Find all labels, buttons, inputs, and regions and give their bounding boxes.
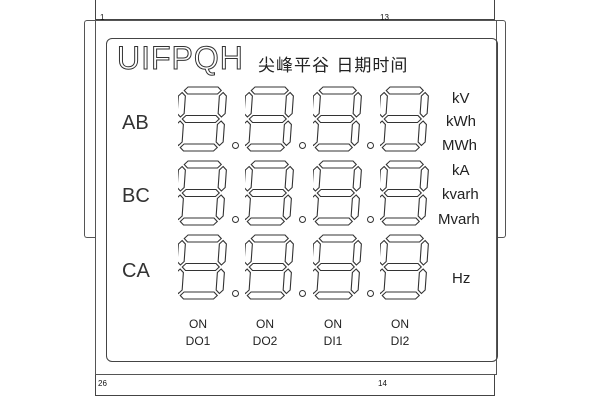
left-mount-tab — [84, 20, 96, 238]
pin-number-13: 13 — [380, 13, 389, 22]
decimal-point-icon — [367, 290, 374, 297]
status-di2-name: DI2 — [390, 334, 410, 348]
status-di1-name: DI1 — [323, 334, 343, 348]
bottom-pin-connector: 26 14 — [95, 374, 495, 396]
top-pin-connector: 1 13 — [95, 0, 495, 22]
status-do2-state: ON — [256, 317, 274, 331]
bottom-body-edge — [95, 374, 496, 375]
decimal-point-icon — [299, 142, 306, 149]
top-body-edge — [95, 20, 496, 21]
brand-logo: UIFPQH — [117, 40, 244, 77]
row-label-ca: CA — [122, 260, 150, 282]
seven-segment-digit-icon — [380, 160, 429, 226]
decimal-point-icon — [367, 142, 374, 149]
pin-number-26: 26 — [98, 379, 107, 388]
unit-mvarh: Mvarh — [438, 211, 480, 228]
seven-segment-digit-icon — [178, 86, 227, 152]
tariff-date-indicators: 尖峰平谷 日期时间 — [258, 56, 409, 76]
status-do2-name: DO2 — [252, 334, 278, 348]
unit-hz: Hz — [452, 270, 471, 287]
seven-segment-digit-icon — [380, 86, 429, 152]
lcd-window — [106, 38, 498, 362]
right-mount-tab — [496, 20, 506, 238]
right-body-edge — [496, 20, 497, 375]
status-di2-state: ON — [391, 317, 409, 331]
status-di1: ON DI1 — [308, 316, 358, 350]
seven-segment-digit-icon — [178, 160, 227, 226]
pin-number-14: 14 — [378, 379, 387, 388]
status-do2: ON DO2 — [240, 316, 290, 350]
unit-kv: kV — [452, 90, 470, 107]
unit-mwh: MWh — [442, 137, 477, 154]
left-body-edge — [95, 20, 96, 375]
unit-ka: kA — [452, 162, 470, 179]
status-do1-name: DO1 — [185, 334, 211, 348]
seven-segment-digit-icon — [245, 86, 294, 152]
decimal-point-icon — [232, 142, 239, 149]
seven-segment-digit-icon — [380, 234, 429, 300]
unit-kvarh: kvarh — [442, 186, 479, 203]
status-di2: ON DI2 — [375, 316, 425, 350]
decimal-point-icon — [232, 290, 239, 297]
seven-segment-digit-icon — [245, 160, 294, 226]
seven-segment-digit-icon — [313, 86, 362, 152]
decimal-point-icon — [367, 216, 374, 223]
row-label-ab: AB — [122, 112, 149, 134]
status-do1: ON DO1 — [173, 316, 223, 350]
seven-segment-digit-icon — [245, 234, 294, 300]
unit-kwh: kWh — [446, 113, 476, 130]
status-di1-state: ON — [324, 317, 342, 331]
row-label-bc: BC — [122, 185, 150, 207]
decimal-point-icon — [299, 290, 306, 297]
decimal-point-icon — [232, 216, 239, 223]
status-do1-state: ON — [189, 317, 207, 331]
seven-segment-digit-icon — [313, 160, 362, 226]
seven-segment-digit-icon — [178, 234, 227, 300]
decimal-point-icon — [299, 216, 306, 223]
seven-segment-digit-icon — [313, 234, 362, 300]
pin-number-1: 1 — [100, 13, 105, 22]
